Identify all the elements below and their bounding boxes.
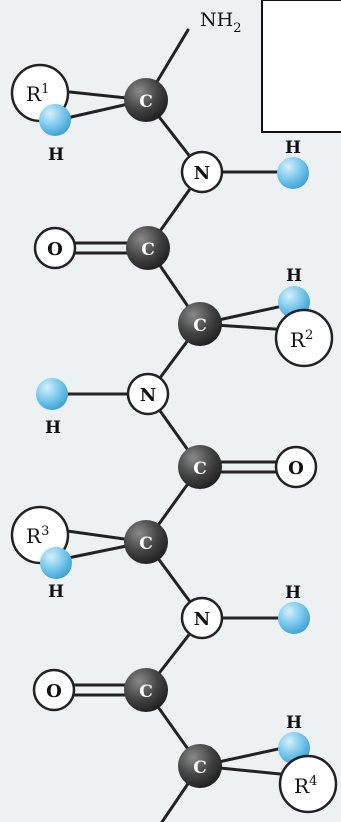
hydrogen-label: H [286,266,302,286]
svg-text:O: O [47,239,63,260]
hydrogen-atom [40,547,72,579]
hydrogen-label: H [285,583,301,603]
hydrogen-label: H [45,418,61,438]
hydrogen-atom [277,157,309,189]
svg-text:N: N [194,163,210,184]
svg-text:O: O [288,458,304,479]
hydrogen-atom [278,602,310,634]
svg-text:C: C [193,758,207,778]
svg-text:R2: R2 [290,328,313,352]
oxygen-atom-1: O [33,226,77,270]
svg-text:R3: R3 [26,524,49,548]
svg-text:R4: R4 [294,774,317,798]
svg-text:N: N [194,609,210,630]
carbon-atom-1: C [124,78,168,122]
carbon-atom-6: C [124,668,168,712]
svg-text:O: O [46,681,62,702]
svg-text:C: C [141,240,155,260]
radical-r4: R4 [278,754,338,814]
radical-r2: R2 [274,308,334,368]
svg-text:N: N [140,385,156,406]
hydrogen-label: H [48,582,64,602]
carbon-atom-5: C [124,520,168,564]
svg-text:C: C [193,459,207,479]
svg-text:R1: R1 [26,82,49,106]
nitrogen-atom-1: N [180,150,224,194]
carbon-atom-3: C [178,302,222,346]
svg-text:C: C [139,92,153,112]
hydrogen-atom [39,104,71,136]
hydrogen-label: H [286,713,302,733]
oxygen-atom-3: O [32,668,76,712]
svg-text:C: C [193,316,207,336]
nitrogen-atom-2: N [126,372,170,416]
carbon-atom-2: C [126,226,170,270]
hydrogen-label: H [48,145,64,165]
oxygen-atom-2: O [274,445,318,489]
amino-group-label: NH2 [200,9,241,36]
svg-text:C: C [139,682,153,702]
hydrogen-atom [36,378,68,410]
text-margin-box [261,0,341,133]
nitrogen-atom-3: N [180,596,224,640]
carbon-atom-4: C [178,445,222,489]
svg-text:C: C [139,534,153,554]
hydrogen-label: H [285,138,301,158]
carbon-atom-7: C [178,744,222,788]
